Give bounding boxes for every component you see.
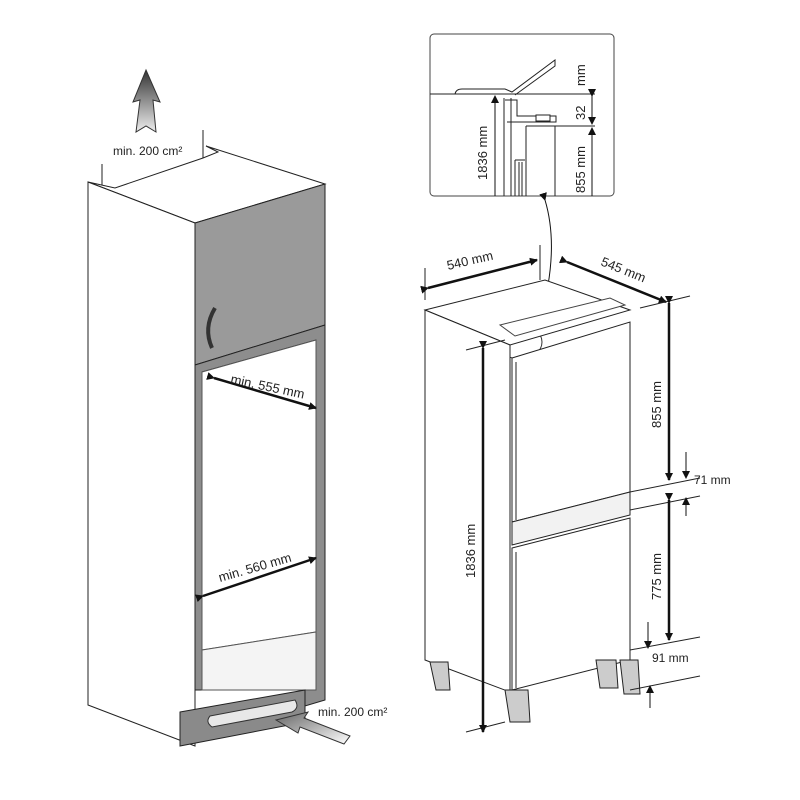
inset-gap-label: 32 bbox=[573, 106, 588, 120]
fridge-total-height-label: 1836 mm bbox=[463, 524, 478, 578]
cabinet-illustration: min. 200 cm² min. 200 cm² min. 555 mm mi… bbox=[87, 68, 387, 747]
top-vent-label: min. 200 cm² bbox=[113, 144, 182, 158]
fridge-upper-door bbox=[511, 321, 631, 523]
fridge-depth-label: 545 mm bbox=[599, 254, 648, 286]
fridge-width-label: 540 mm bbox=[445, 248, 494, 273]
cabinet-side-panel bbox=[87, 181, 196, 747]
fridge-upper-height-label: 855 mm bbox=[649, 381, 664, 428]
fridge-middle-gap-label: 71 mm bbox=[694, 473, 731, 487]
door-handle-icon bbox=[206, 306, 217, 349]
fridge-side-panel bbox=[424, 309, 511, 693]
fridge-illustration: 540 mm 545 mm 1836 mm 855 mm 71 mm 775 m… bbox=[420, 245, 731, 733]
airflow-in-arrow-icon bbox=[274, 711, 351, 745]
fridge-lower-height-label: 775 mm bbox=[649, 553, 664, 600]
plinth-vent-slot bbox=[207, 699, 298, 728]
inset-height-label: 1836 mm bbox=[475, 126, 490, 180]
inset-upper-label: 855 mm bbox=[573, 146, 588, 193]
inset-mm-label: mm bbox=[573, 64, 588, 86]
detail-inset: 1836 mm 32 mm 855 mm bbox=[429, 33, 615, 197]
fridge-bottom-gap-label: 91 mm bbox=[652, 651, 689, 665]
bottom-vent-label: min. 200 cm² bbox=[318, 705, 387, 719]
airflow-up-arrow-icon bbox=[132, 68, 161, 133]
